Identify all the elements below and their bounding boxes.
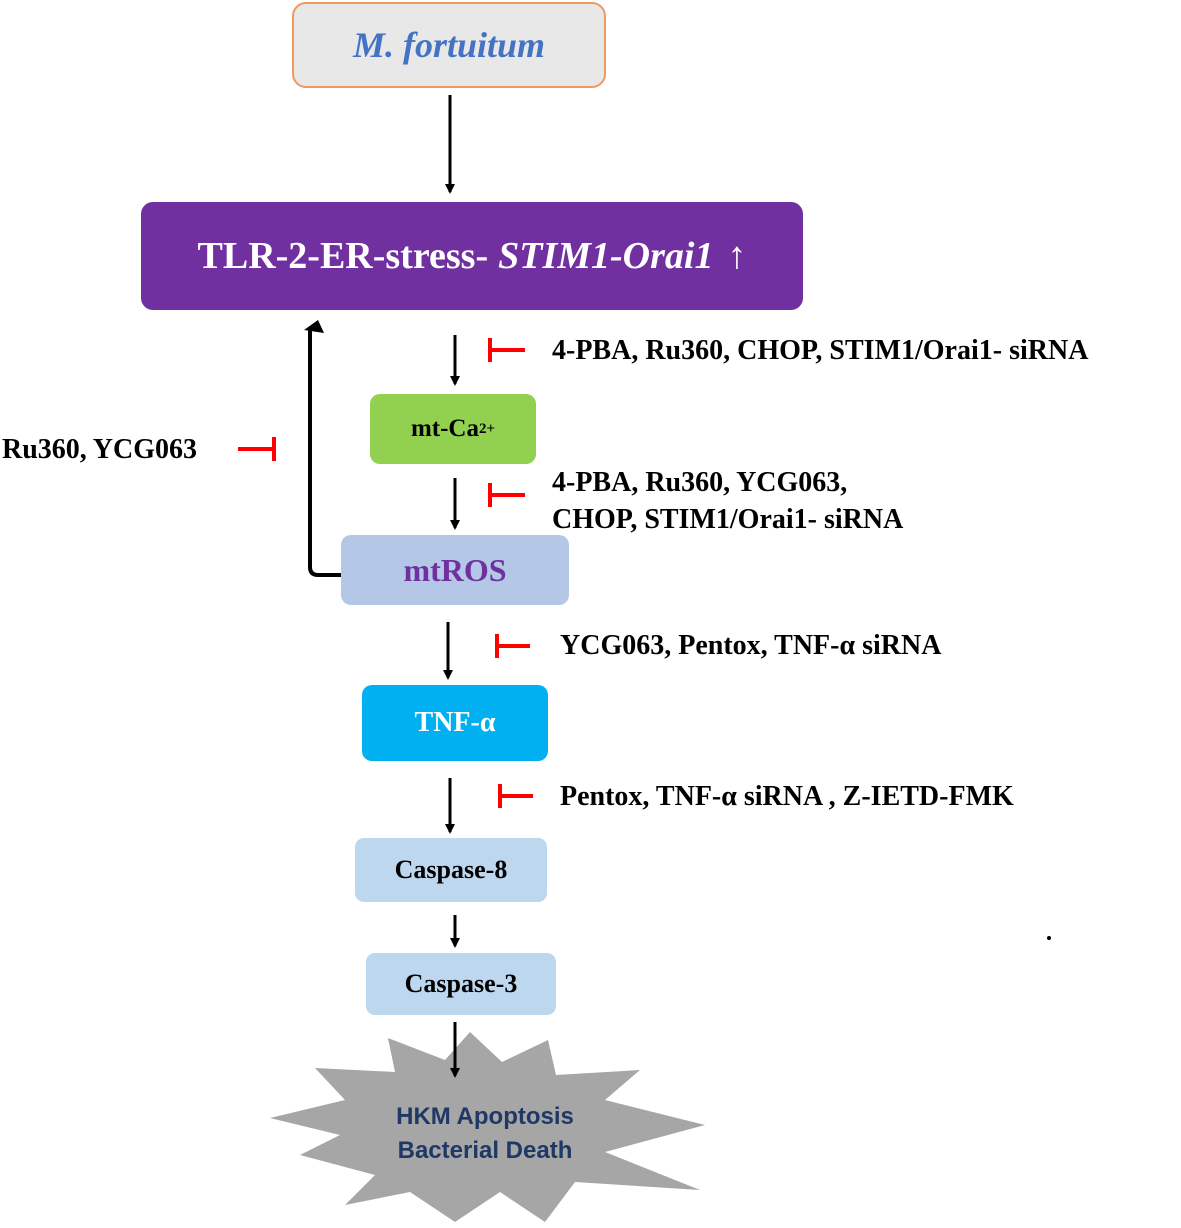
node-tlr2-er-stress: TLR-2-ER-stress- STIM1-Orai1 ↑ [141,202,803,310]
node-caspase-3: Caspase-3 [366,953,556,1015]
node-tlr-prefix: TLR-2-ER-stress- [197,235,489,277]
inhibitor-label-ca-to-ros-1: 4-PBA, Ru360, YCG063, [552,467,848,498]
node-caspase-8-label: Caspase-8 [394,855,508,884]
inhibitor-tlr-to-ca [488,338,525,362]
node-m-fortuitum-label: M. fortuitum [352,25,546,65]
outcome-burst [270,1032,705,1222]
node-mtros-label: mtROS [403,551,507,588]
node-mtros: mtROS [341,535,569,605]
inhibitor-label-ca-to-ros-2: CHOP, STIM1/Orai1- siRNA [552,504,904,535]
inhibitor-ca-to-ros [488,483,525,507]
node-caspase-3-label: Caspase-3 [404,969,518,998]
inhibitor-label-feedback: Ru360, YCG063 [2,434,197,465]
inhibitor-feedback [238,437,276,461]
node-tlr-italic: STIM1-Orai1 [498,235,714,277]
outcome-line-2: Bacterial Death [397,1137,573,1164]
node-tnf-label: TNF-α [414,707,496,738]
feedback-arrowhead [304,320,324,333]
inhibitor-tnf-to-casp8 [498,784,533,808]
stray-dot [1047,936,1051,940]
node-mt-ca-label: mt-Ca [410,415,479,442]
node-mt-ca-sup: 2+ [478,420,496,437]
outcome-label: HKM Apoptosis Bacterial Death [300,1100,670,1168]
arrow-feedback-loop [308,330,341,577]
node-m-fortuitum: M. fortuitum [292,2,606,88]
inhibitor-label-tlr-to-ca: 4-PBA, Ru360, CHOP, STIM1/Orai1- siRNA [552,335,1089,366]
inhibitor-ros-to-tnf [495,634,530,658]
node-tnf-alpha: TNF-α [362,685,548,761]
node-caspase-8: Caspase-8 [355,838,547,902]
inhibitor-label-tnf-to-casp8: Pentox, TNF-α siRNA , Z-IETD-FMK [560,781,1014,812]
up-arrow-icon: ↑ [727,235,747,277]
outcome-line-1: HKM Apoptosis [396,1103,574,1130]
inhibitor-label-ros-to-tnf: YCG063, Pentox, TNF-α siRNA [560,630,942,661]
